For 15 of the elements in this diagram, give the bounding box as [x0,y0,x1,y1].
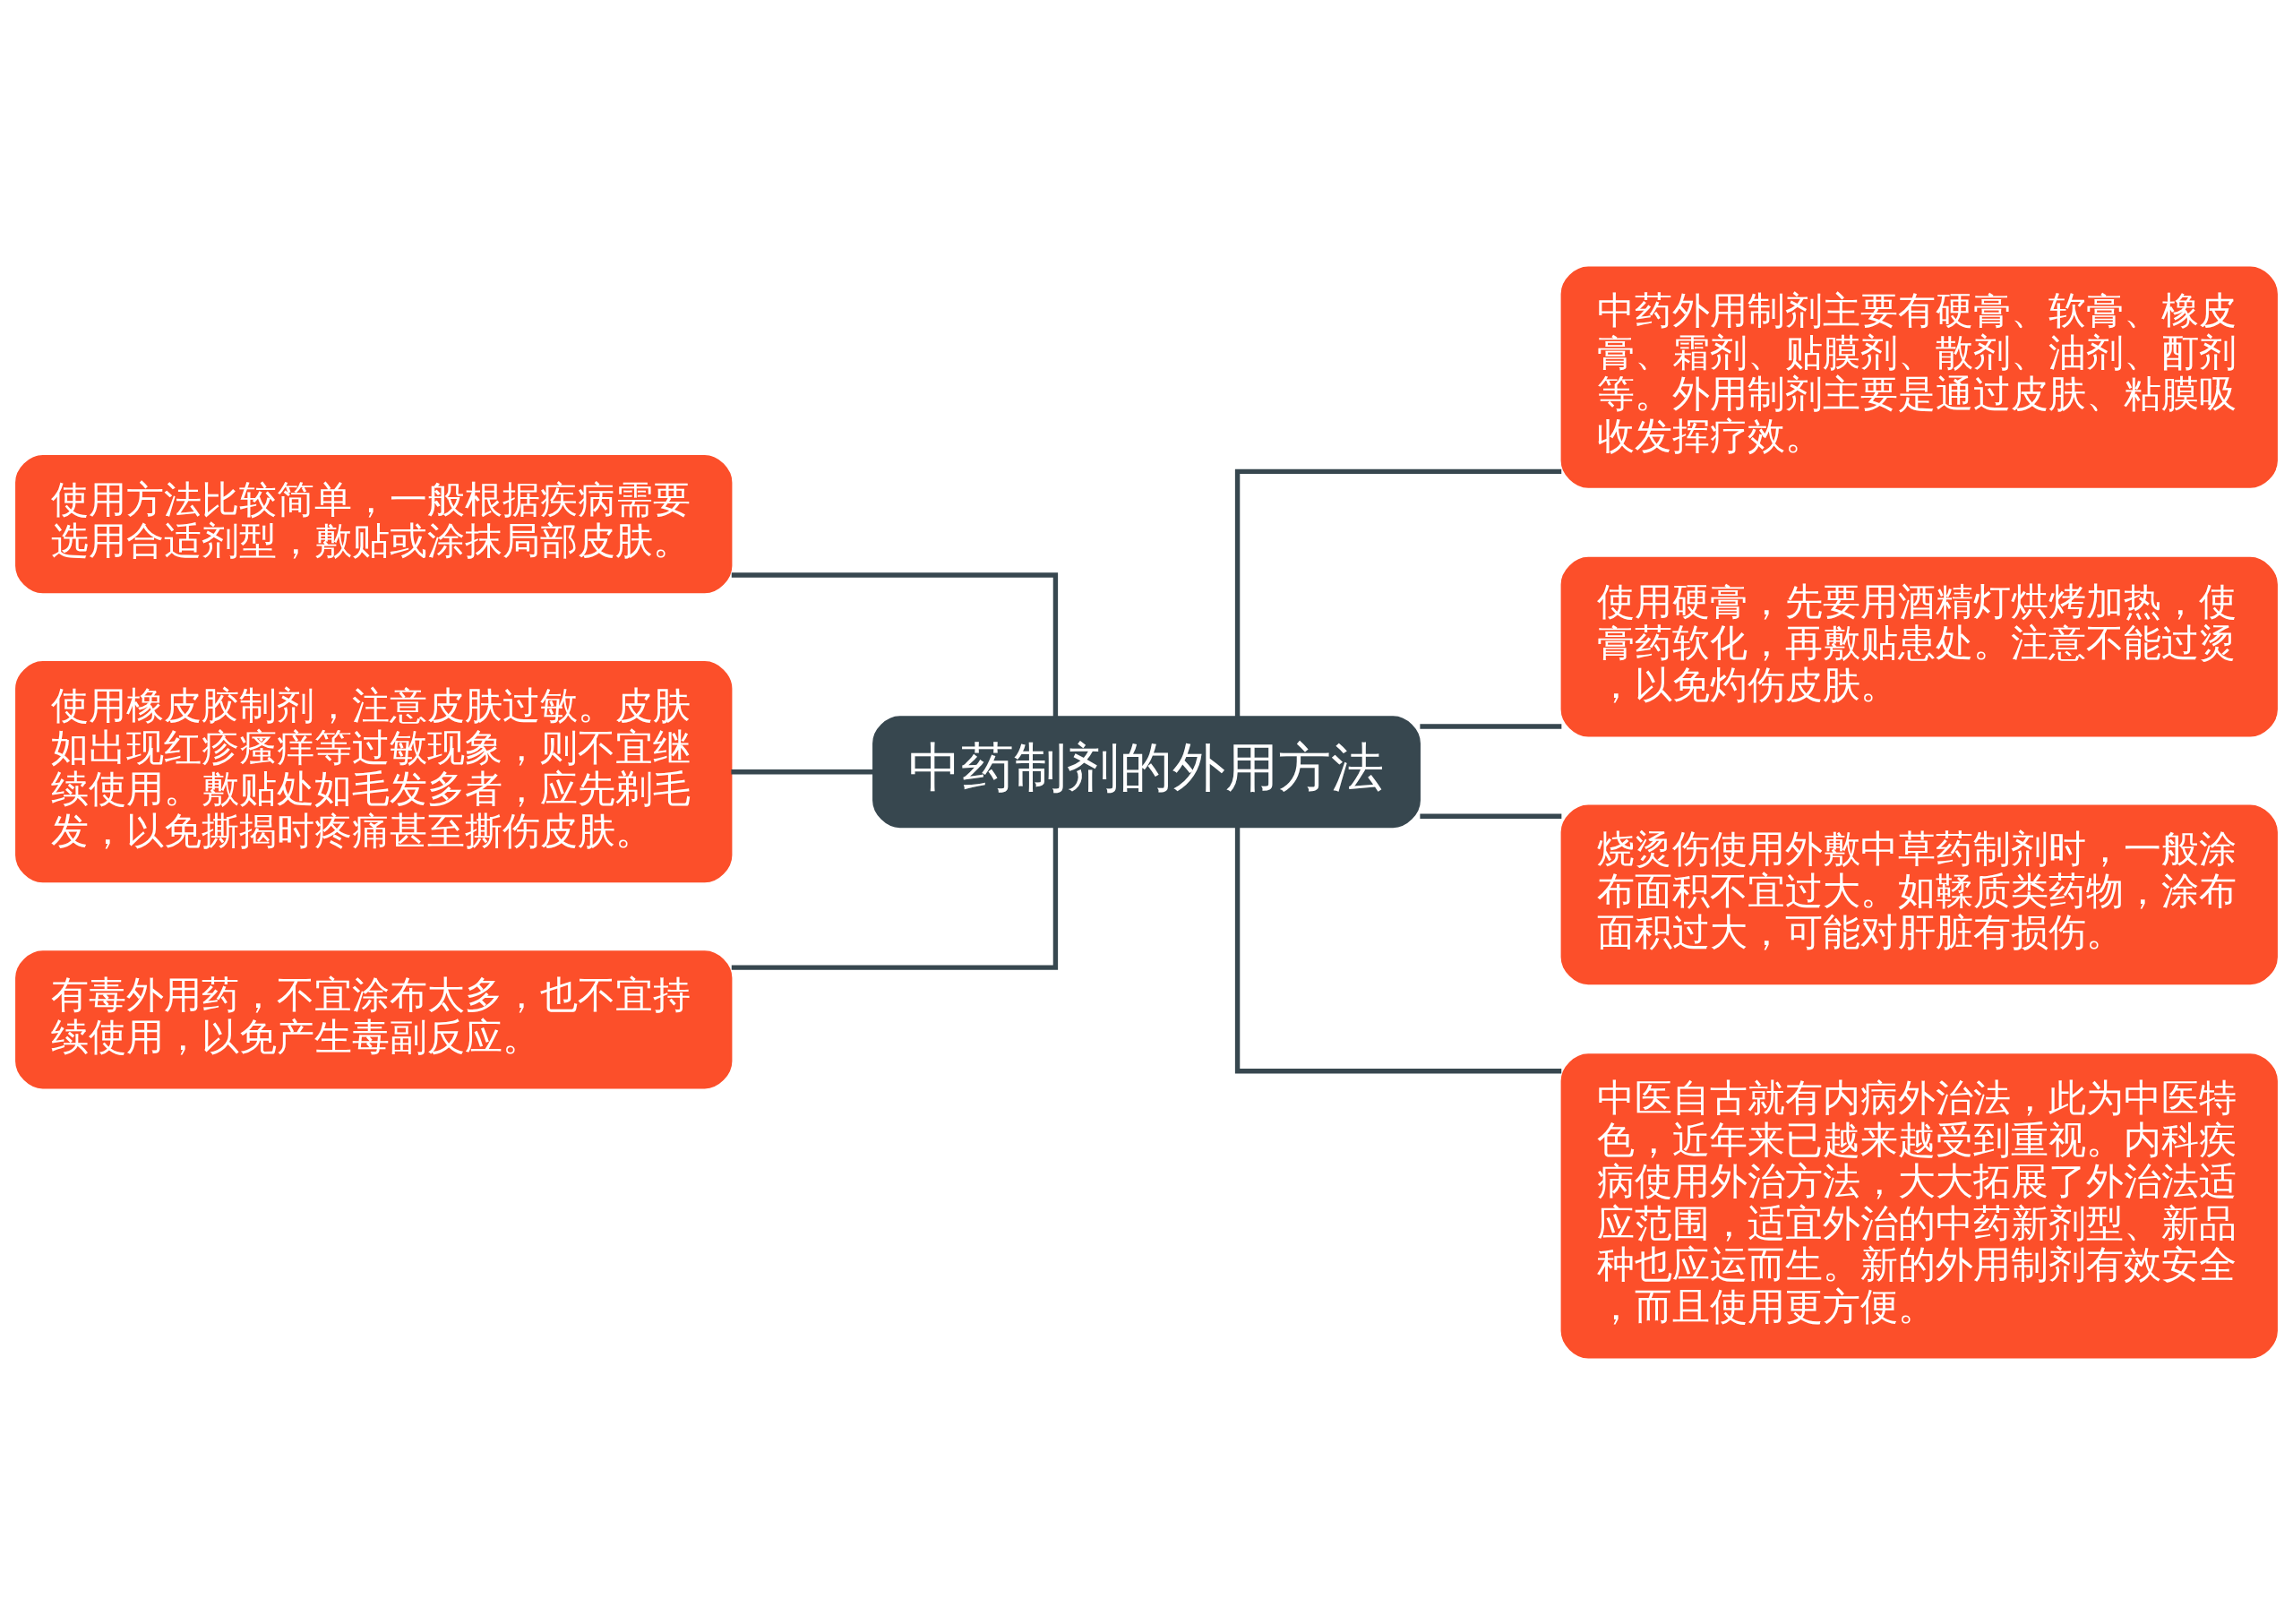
node-box: 使用橡皮胶制剂，注意皮肤过敏。皮肤如出现红疹瘙痒等过敏现象，则不宜继续使用。敷贴处如毛发多者，应先剃毛发，以免撕揭时疼痛甚至撕伤皮肤。 [15,660,733,882]
connector [1420,723,1562,729]
node-box: 中药外用制剂主要有硬膏、软膏、橡皮膏、霜剂、贴膜剂、散剂、油剂、酊剂等。外用制剂主要是通过皮肤、粘膜吸收发挥疗效。 [1560,266,2278,488]
node-box: 有毒外用药，不宜涂布太多，也不宜持续使用，以免产生毒副反应。 [15,949,733,1088]
node-box: 中药制剂的外用方法 [872,715,1421,828]
node-box: 烧烫伤使用外敷中草药制剂时，一般涂布面积不宜过大。如鞣质类药物，涂布面积过大，可能对肝脏有损伤。 [1560,803,2278,984]
connector [731,769,874,774]
connector [1420,813,1562,819]
node-box: 中医自古就有内病外治法，此为中医特色，近年来已越来越受到重视。内科疾病使用外治方法，大大拓展了外治法适应范围，适宜外治的中药新剂型、新品种也应运而生。新的外用制剂有效安全，而且使用更方便。 [1560,1053,2278,1358]
connector [731,827,1059,970]
connector [1234,826,1562,1073]
node-box: 使用方法比较简单，一般根据疾病需要选用合适剂型，敷贴或涂抹局部皮肤。 [15,454,733,593]
node-box: 使用硬膏，先要用酒精灯烘烤加热，使膏药软化，再敷贴患处。注意不能过烫，以免灼伤皮肤。 [1560,556,2278,737]
connector [1234,468,1562,717]
connector [731,571,1059,717]
